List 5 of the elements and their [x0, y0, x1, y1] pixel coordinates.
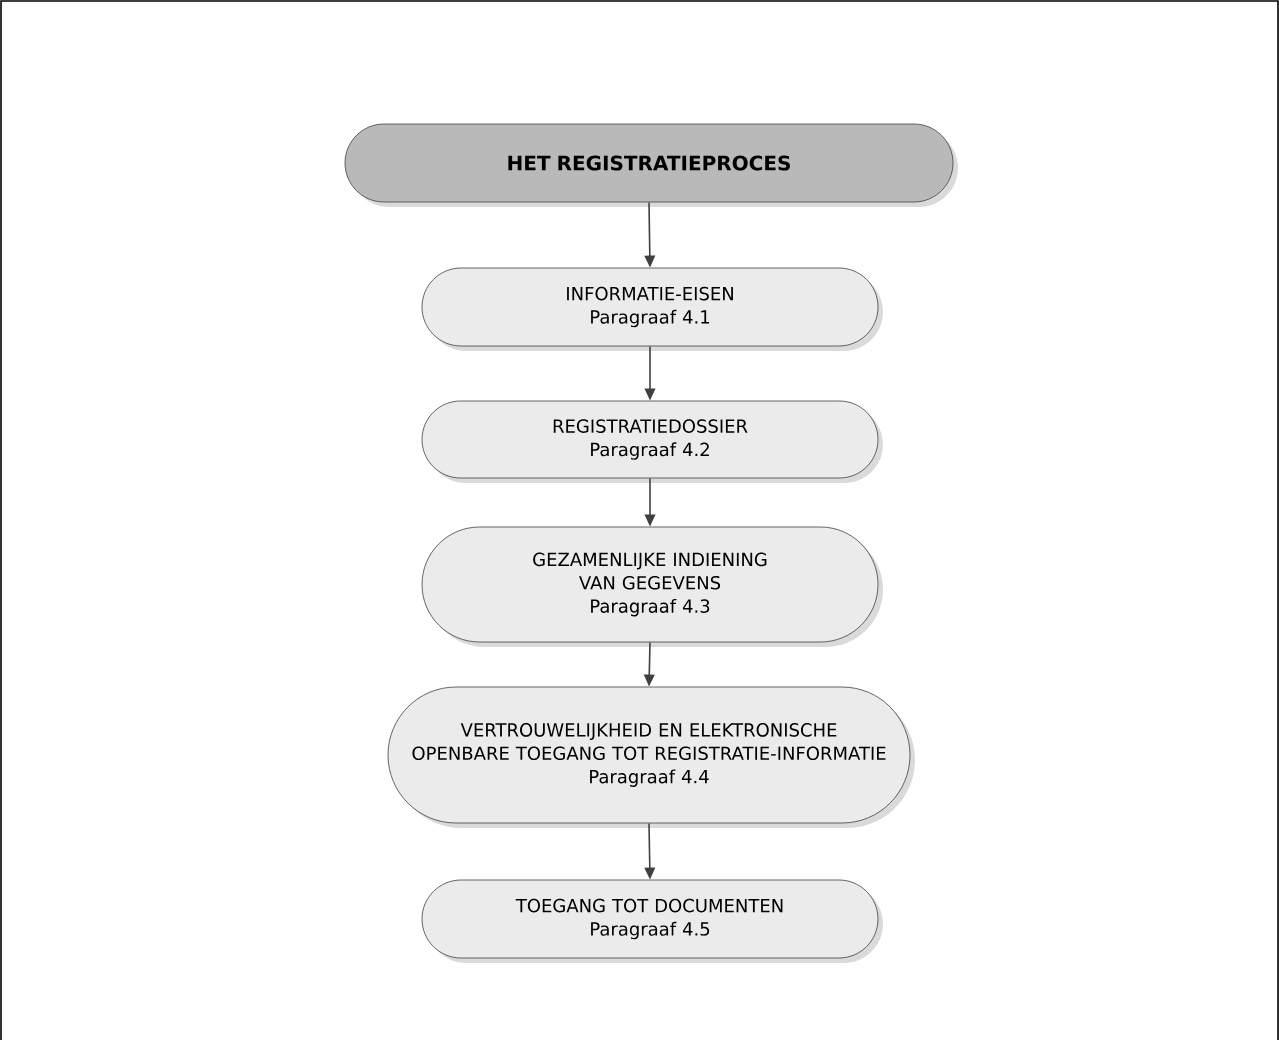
process-box: REGISTRATIEDOSSIER Paragraaf 4.2: [421, 400, 883, 483]
process-box: TOEGANG TOT DOCUMENTEN Paragraaf 4.5: [421, 879, 883, 963]
process-box: VERTROUWELIJKHEID EN ELEKTRONISCHE OPENBARE TOEGANG TOT REGISTRATIE-INFORMATIE Paragraaf 4.4: [387, 686, 915, 828]
process-box: GEZAMENLIJKE INDIENING VAN GEGEVENS Paragraaf 4.3: [421, 526, 883, 647]
process-box: INFORMATIE-EISEN Paragraaf 4.1: [421, 267, 883, 351]
